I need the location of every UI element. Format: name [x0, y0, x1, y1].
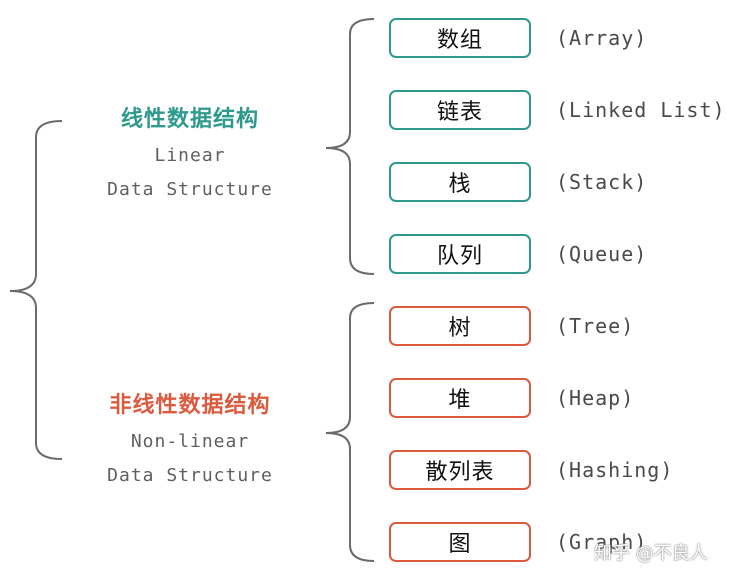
- queue-box: 队列: [389, 234, 531, 274]
- hashing-box: 散列表: [389, 450, 531, 490]
- array-label: (Array): [556, 26, 648, 50]
- graph-box: 图: [389, 522, 531, 562]
- heap-label: (Heap): [556, 386, 635, 410]
- queue-label: (Queue): [556, 242, 648, 266]
- nonlinear-brace: [325, 302, 375, 562]
- outer-brace: [9, 120, 63, 460]
- linked-list-box: 链表: [389, 90, 531, 130]
- stack-box: 栈: [389, 162, 531, 202]
- tree-label: (Tree): [556, 314, 635, 338]
- linear-title: 线性数据结构: [120, 107, 260, 132]
- hashing-label: (Hashing): [556, 458, 674, 482]
- heap-box: 堆: [389, 378, 531, 418]
- nonlinear-subtitle-line2: Data Structure: [107, 465, 273, 486]
- tree-box: 树: [389, 306, 531, 346]
- linear-brace: [325, 18, 375, 275]
- nonlinear-subtitle-line1: Non-linear: [130, 431, 250, 452]
- zhihu-watermark: 知乎 @不良人: [594, 543, 708, 564]
- stack-label: (Stack): [556, 170, 648, 194]
- graph-label: (Graph): [556, 530, 648, 554]
- linear-subtitle-line1: Linear: [154, 145, 226, 166]
- array-box: 数组: [389, 18, 531, 58]
- linked-list-label: (Linked List): [556, 98, 726, 122]
- nonlinear-title: 非线性数据结构: [109, 393, 271, 418]
- linear-subtitle-line2: Data Structure: [107, 179, 273, 200]
